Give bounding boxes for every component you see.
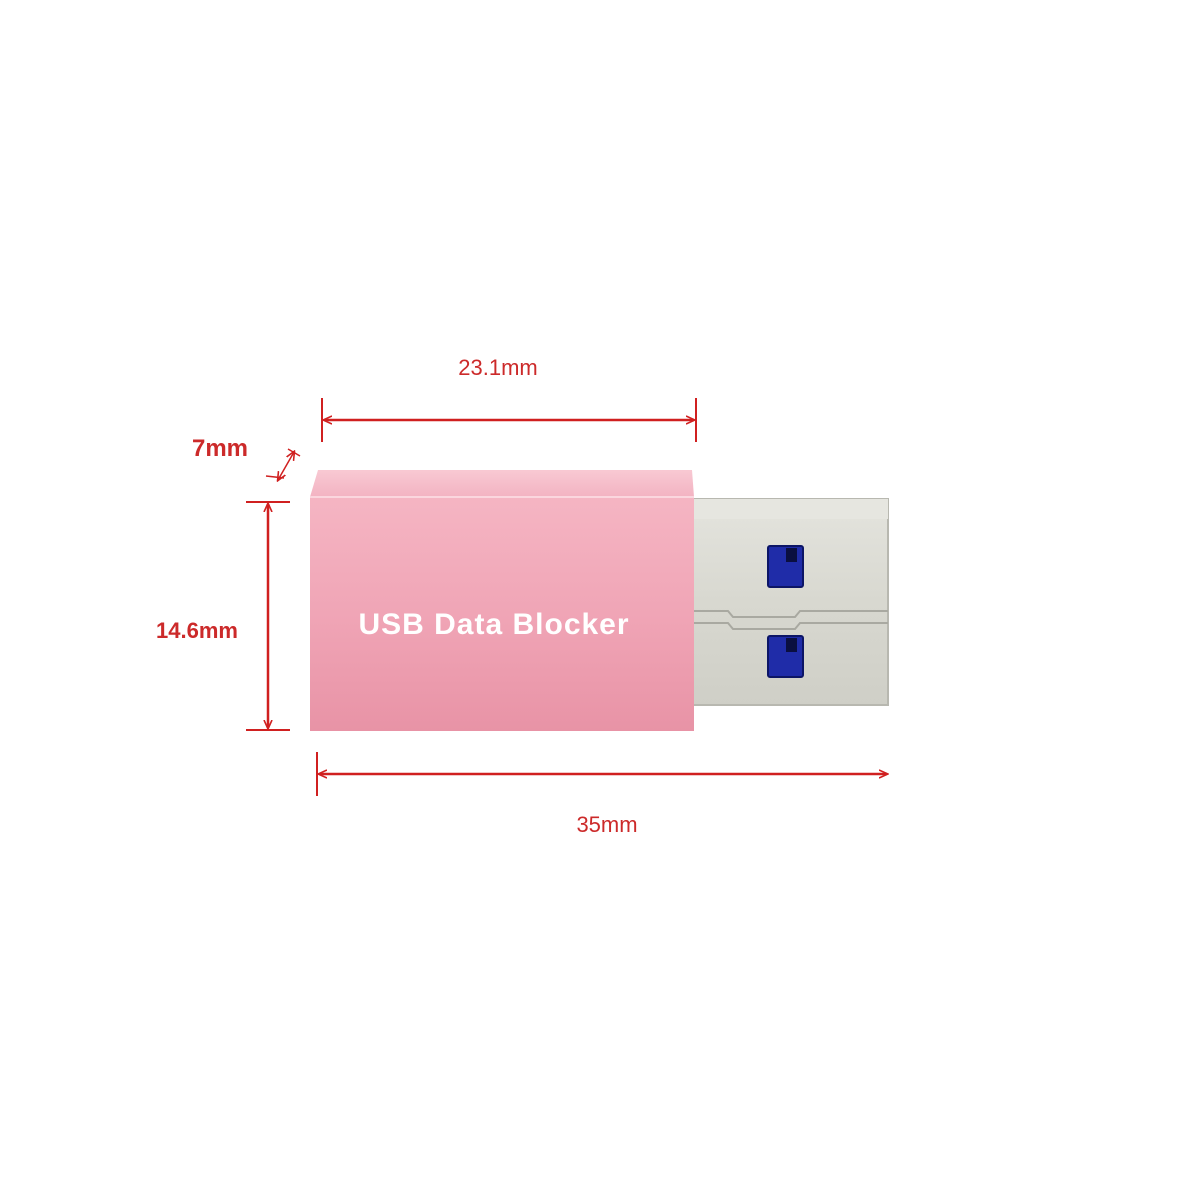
lower-contact-slot bbox=[767, 635, 804, 678]
body-front-face bbox=[310, 497, 694, 731]
total-length-label: 35mm bbox=[576, 812, 637, 837]
dimension-height: 14.6mm bbox=[156, 501, 290, 731]
depth-label: 7mm bbox=[192, 435, 248, 462]
connector-length-label: 23.1mm bbox=[458, 355, 537, 380]
height-label: 14.6mm bbox=[156, 618, 238, 643]
dimension-total-length: 35mm bbox=[316, 752, 887, 837]
plug-top-edge bbox=[688, 499, 888, 519]
body-top-face bbox=[310, 470, 694, 497]
upper-contact-slot bbox=[767, 545, 804, 588]
plug-seam bbox=[694, 610, 888, 630]
dimension-depth: 7mm bbox=[192, 435, 301, 480]
usb-plug bbox=[687, 498, 889, 706]
blocker-body: USB Data Blocker bbox=[310, 470, 694, 731]
dimension-connector-length: 23.1mm bbox=[321, 355, 697, 442]
depth-arrow bbox=[278, 452, 294, 480]
body-label: USB Data Blocker bbox=[358, 608, 629, 641]
